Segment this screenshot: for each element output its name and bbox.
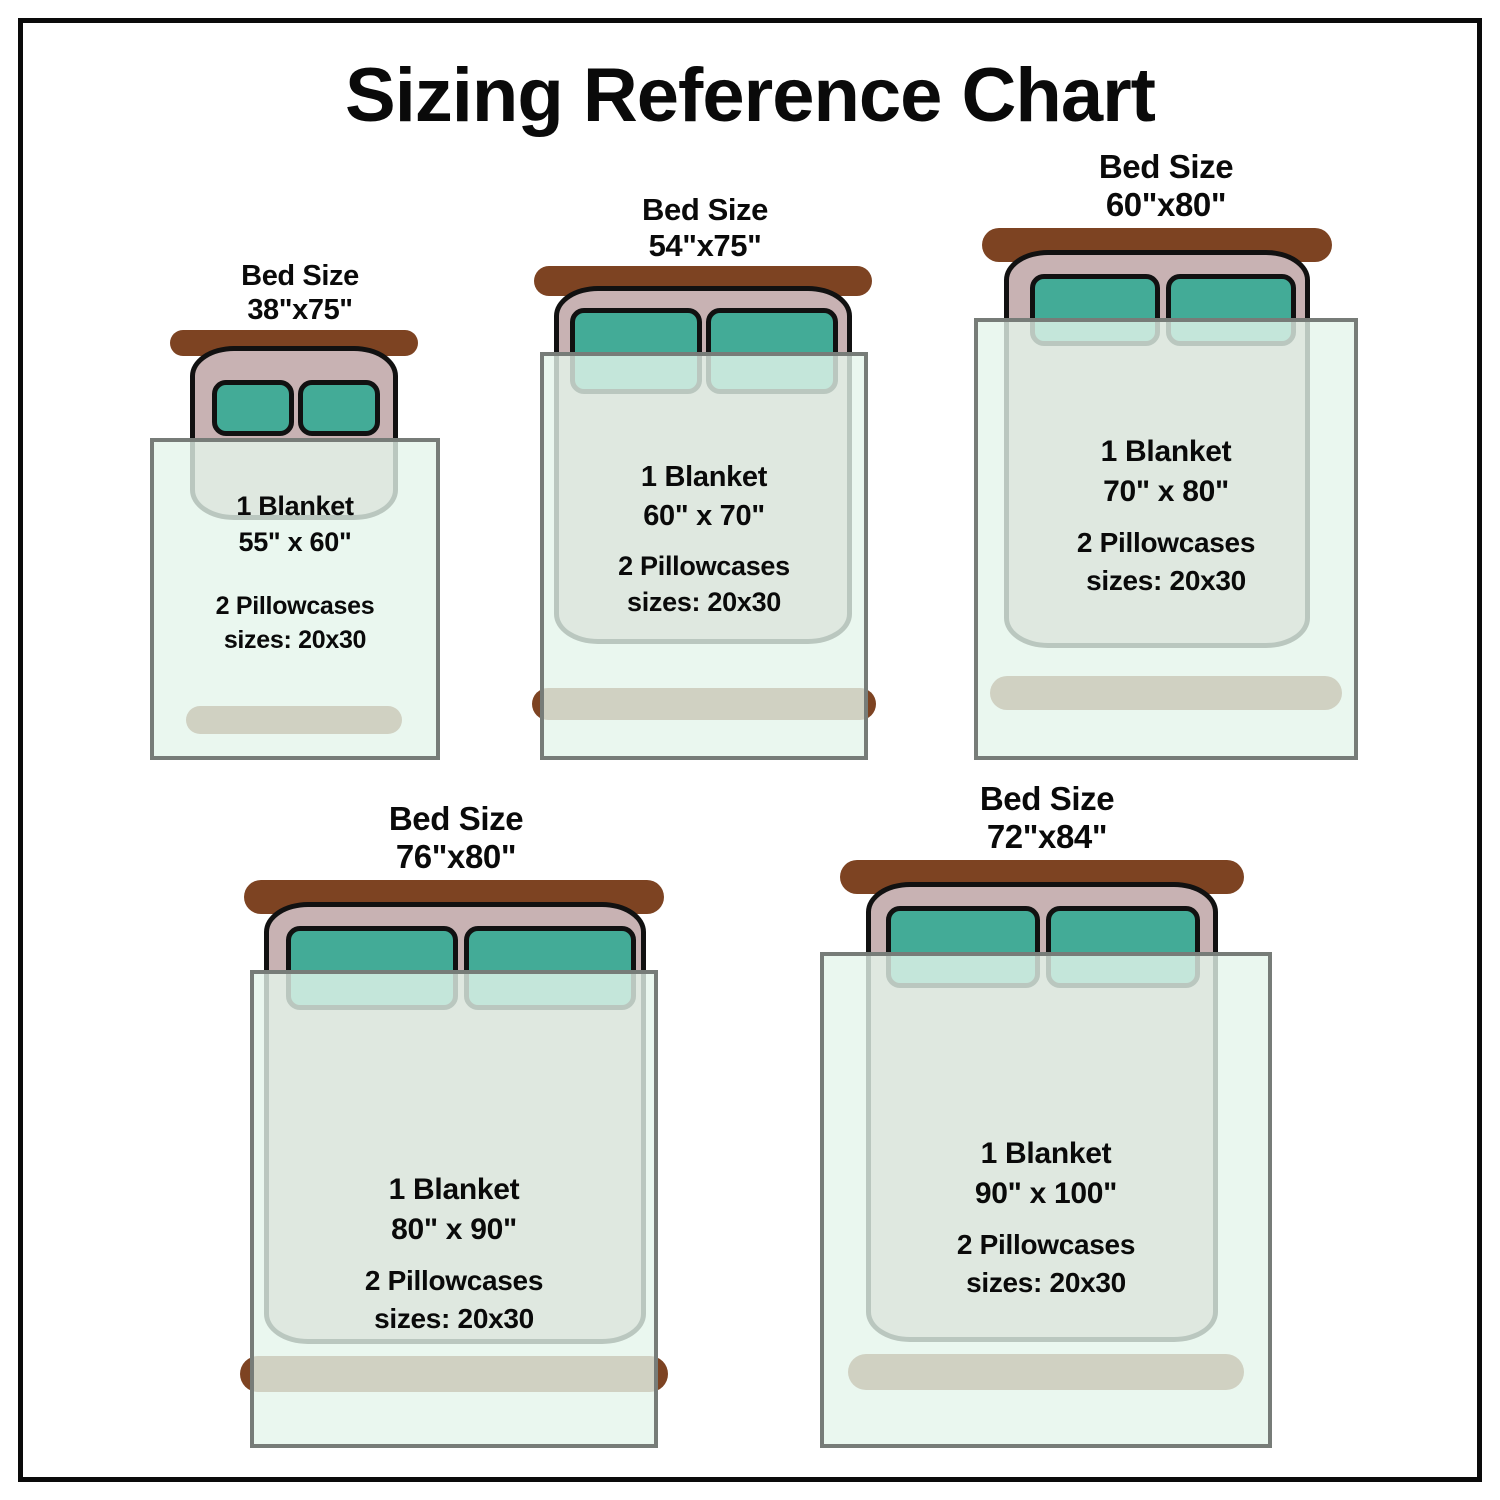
bed-illustration-queen: 1 Blanket 70" x 80" 2 Pillowcases sizes:…	[960, 226, 1372, 760]
pillowcase-text-queen: 2 Pillowcases sizes: 20x30	[1076, 527, 1256, 596]
blanket-overlay-queen: 1 Blanket 70" x 80" 2 Pillowcases sizes:…	[974, 318, 1358, 760]
blanket-overlay-cal-king: 1 Blanket 90" x 100" 2 Pillowcases sizes…	[820, 952, 1272, 1448]
blanket-size-text-full: 1 Blanket 60" x 70"	[640, 461, 768, 532]
blanket-size-text-cal-king: 1 Blanket 90" x 100"	[974, 1137, 1118, 1211]
bed-size-label-full: Bed Size 54"x75"	[641, 192, 769, 263]
bed-size-label-twin: Bed Size 38"x75"	[241, 260, 359, 326]
pillow-left-twin	[212, 380, 294, 436]
bed-illustration-twin: 1 Blanket 55" x 60" 2 Pillowcases sizes:…	[150, 328, 450, 760]
bed-size-label-king: Bed Size 76"x80"	[388, 800, 524, 876]
bed-card-twin[interactable]: Bed Size 38"x75" 1 Blanket 55" x 60" 2 P…	[150, 260, 450, 760]
blanket-overlay-king: 1 Blanket 80" x 90" 2 Pillowcases sizes:…	[250, 970, 658, 1448]
bed-illustration-cal-king: 1 Blanket 90" x 100" 2 Pillowcases sizes…	[812, 858, 1282, 1448]
bed-size-label-queen: Bed Size 60"x80"	[1098, 148, 1234, 224]
blanket-overlay-full: 1 Blanket 60" x 70" 2 Pillowcases sizes:…	[540, 352, 868, 760]
bed-card-full[interactable]: Bed Size 54"x75" 1 Blanket 60" x 70" 2 P…	[520, 192, 890, 760]
pillowcase-text-twin: 2 Pillowcases sizes: 20x30	[215, 592, 375, 654]
bed-card-queen[interactable]: Bed Size 60"x80" 1 Blanket 70" x 80" 2 P…	[960, 148, 1372, 760]
pillowcase-text-cal-king: 2 Pillowcases sizes: 20x30	[956, 1229, 1136, 1298]
bed-card-king[interactable]: Bed Size 76"x80" 1 Blanket 80" x 90" 2 P…	[236, 800, 676, 1448]
blanket-size-text-twin: 1 Blanket 55" x 60"	[236, 491, 354, 558]
pillowcase-text-king: 2 Pillowcases sizes: 20x30	[364, 1265, 544, 1334]
bed-illustration-full: 1 Blanket 60" x 70" 2 Pillowcases sizes:…	[520, 264, 890, 760]
pillow-right-twin	[298, 380, 380, 436]
blanket-overlay-twin: 1 Blanket 55" x 60" 2 Pillowcases sizes:…	[150, 438, 440, 760]
pillowcase-text-full: 2 Pillowcases sizes: 20x30	[618, 551, 790, 618]
blanket-size-text-queen: 1 Blanket 70" x 80"	[1100, 435, 1232, 509]
bed-illustration-king: 1 Blanket 80" x 90" 2 Pillowcases sizes:…	[236, 878, 676, 1448]
bed-size-label-cal-king: Bed Size 72"x84"	[979, 780, 1115, 856]
bed-card-cal-king[interactable]: Bed Size 72"x84" 1 Blanket 90" x 100" 2 …	[812, 780, 1282, 1448]
blanket-size-text-king: 1 Blanket 80" x 90"	[388, 1173, 520, 1247]
page-title: Sizing Reference Chart	[345, 53, 1156, 138]
